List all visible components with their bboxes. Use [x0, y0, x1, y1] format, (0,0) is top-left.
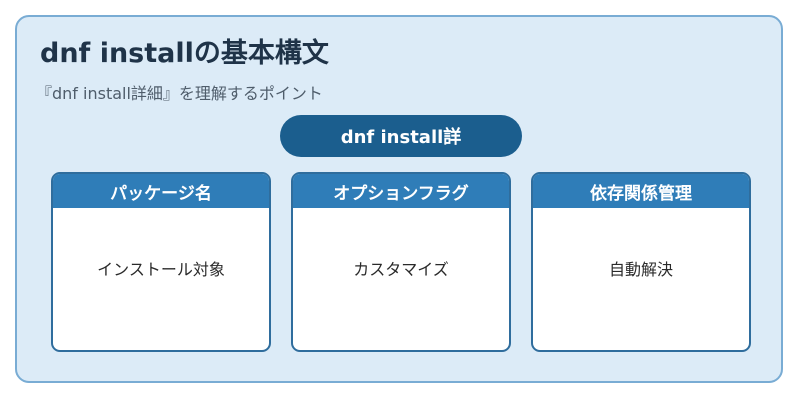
card-header: オプションフラグ: [293, 174, 509, 208]
card-body: カスタマイズ: [353, 260, 449, 279]
card-header: パッケージ名: [53, 174, 269, 208]
diagram-subtitle: 『dnf install詳細』を理解するポイント: [36, 84, 323, 103]
central-topic-pill: dnf install詳: [280, 115, 522, 157]
card-body: インストール対象: [97, 260, 225, 279]
card-header: 依存関係管理: [533, 174, 749, 208]
card-body: 自動解決: [608, 260, 673, 279]
diagram-panel: dnf installの基本構文 『dnf install詳細』を理解するポイン…: [15, 15, 783, 383]
card-option-flags: オプションフラグ カスタマイズ: [291, 172, 511, 352]
card-package-name: パッケージ名 インストール対象: [51, 172, 271, 352]
card-dependency-management: 依存関係管理 自動解決: [531, 172, 751, 352]
central-topic-label: dnf install詳: [340, 127, 462, 148]
diagram-title: dnf installの基本構文: [40, 38, 329, 69]
